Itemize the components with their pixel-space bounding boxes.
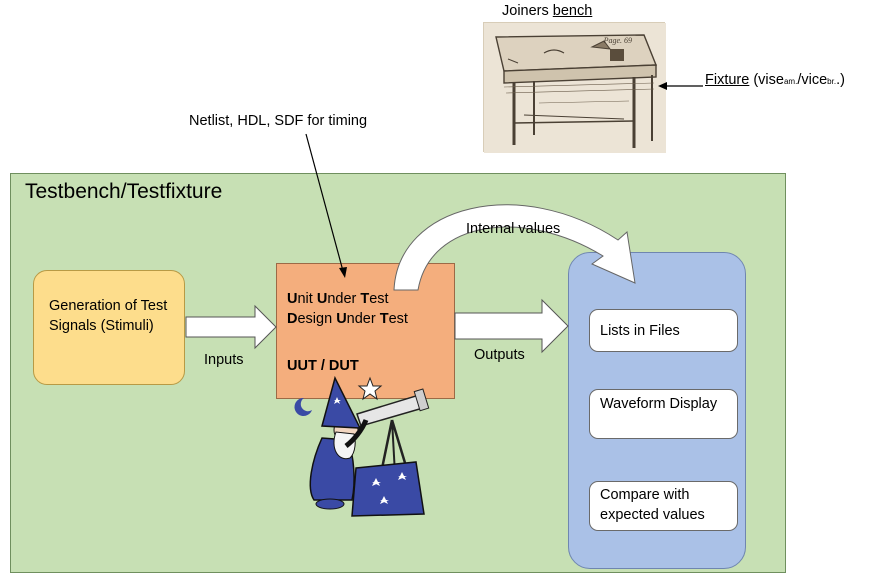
internal-values-label: Internal values <box>466 221 561 237</box>
waveform-display-label: Waveform Display <box>600 396 718 412</box>
wizard-telescope-illustration <box>294 375 430 517</box>
netlist-label: Netlist, HDL, SDF for timing <box>189 113 368 129</box>
bench-photo-title: Joiners bench <box>502 3 593 19</box>
fixture-pointer-arrow <box>658 82 703 90</box>
uut-dut-label: UUT / DUT <box>287 358 359 374</box>
fixture-label: Fixture (viseam./vicebr..) <box>705 72 845 88</box>
lists-in-files-label: Lists in Files <box>600 323 680 339</box>
uut-line-design: Design Under Test <box>287 311 408 327</box>
internal-values-arrow <box>393 204 636 291</box>
page-mark: Page. 69 <box>603 36 632 45</box>
outputs-label: Outputs <box>474 347 525 363</box>
generation-box <box>33 270 185 385</box>
inputs-label: Inputs <box>204 352 244 368</box>
joiners-bench-image: Page. 69 <box>483 22 666 153</box>
lists-in-files-box <box>589 309 738 352</box>
generation-label: Generation of Test Signals (Stimuli) <box>49 298 168 334</box>
inputs-arrow <box>185 304 277 350</box>
bench-drawing: Page. 69 <box>484 23 666 153</box>
outputs-arrow <box>454 298 569 354</box>
compare-expected-label: Compare with expected values <box>600 487 705 523</box>
compare-expected-box <box>589 481 738 531</box>
uut-line-unit: Unit Under Test <box>287 291 389 307</box>
waveform-display-box <box>589 389 738 439</box>
netlist-arrow <box>305 133 347 278</box>
testbench-title: Testbench/Testfixture <box>25 180 223 203</box>
